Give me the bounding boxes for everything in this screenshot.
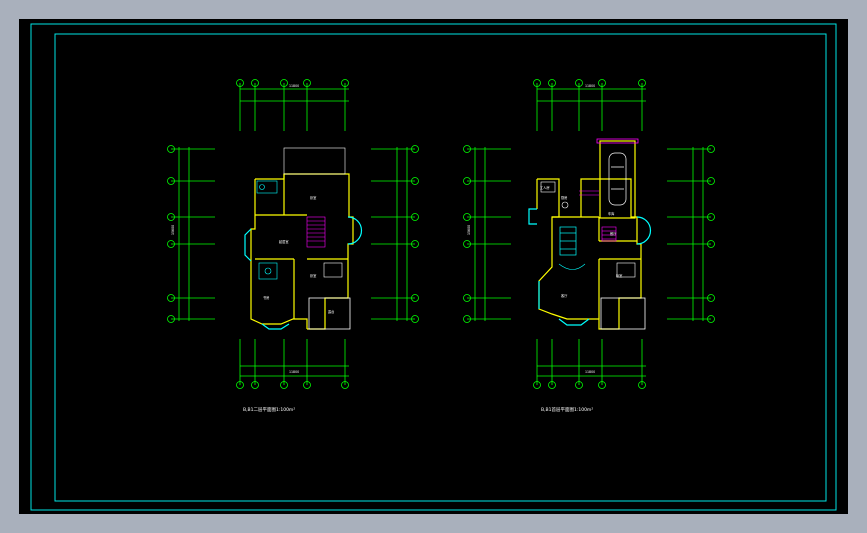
dim-left-total: 15600 (171, 225, 175, 235)
room-label: 厨房 (561, 195, 567, 200)
dim-bottom-total: 11800 (585, 370, 595, 374)
plan-ground-floor: 11800 11800 1 (463, 79, 715, 413)
dim-bottom (236, 339, 349, 389)
plan-caption: B,B1首层平面图1:100m² (541, 406, 593, 413)
terrace (283, 147, 346, 175)
floor-plan-drawing: 11800 11800 1 (30, 23, 837, 511)
bay-window-right (636, 216, 652, 245)
stair (306, 216, 326, 248)
garage (599, 140, 636, 219)
room-label: 卧室 (310, 273, 316, 278)
cad-model-space: 11800 11800 1 (19, 19, 848, 514)
plan-caption: B,B1二层平面图1:100m² (243, 407, 295, 413)
dim-bottom-total: 11800 (289, 370, 299, 374)
dim-left (167, 145, 215, 323)
walls (536, 178, 642, 330)
bay-window-left (244, 228, 252, 262)
room-label: 工人房 (540, 185, 550, 190)
bay-window-bottom (558, 318, 590, 326)
room-label: 车库 (608, 211, 615, 216)
dining-table (559, 226, 577, 256)
dim-top (236, 79, 349, 131)
garage-door-line (596, 138, 639, 144)
outer-frame (30, 23, 837, 511)
dim-left-total: 15600 (467, 225, 471, 235)
kitchen-fixtures (540, 181, 636, 278)
dim-right (667, 145, 715, 323)
room-label: 露台 (328, 309, 334, 314)
room-label: 起居室 (279, 239, 289, 244)
room-label: 卧室 (310, 195, 316, 200)
room-label: 餐厅 (610, 231, 617, 236)
inner-frame (54, 33, 827, 502)
bay-window-right (347, 216, 363, 245)
room-label: 书房 (263, 295, 269, 300)
walls (250, 173, 354, 330)
bay-window-left (528, 208, 537, 225)
plan-second-floor: 11800 11800 1 (167, 79, 419, 413)
room-label: 客厅 (561, 293, 568, 298)
dim-top-total: 11800 (585, 84, 595, 88)
terrace (600, 297, 646, 330)
dim-top (533, 79, 646, 131)
bay-window-bottom (261, 323, 290, 330)
stair (579, 190, 617, 242)
dim-top-total: 11800 (289, 84, 299, 88)
balcony (308, 297, 351, 330)
car (608, 152, 627, 206)
dim-bottom (533, 339, 646, 389)
bathroom-fixtures (256, 180, 343, 280)
room-label: 卧室 (616, 273, 622, 278)
dim-left (463, 145, 511, 323)
dim-right (371, 145, 419, 323)
